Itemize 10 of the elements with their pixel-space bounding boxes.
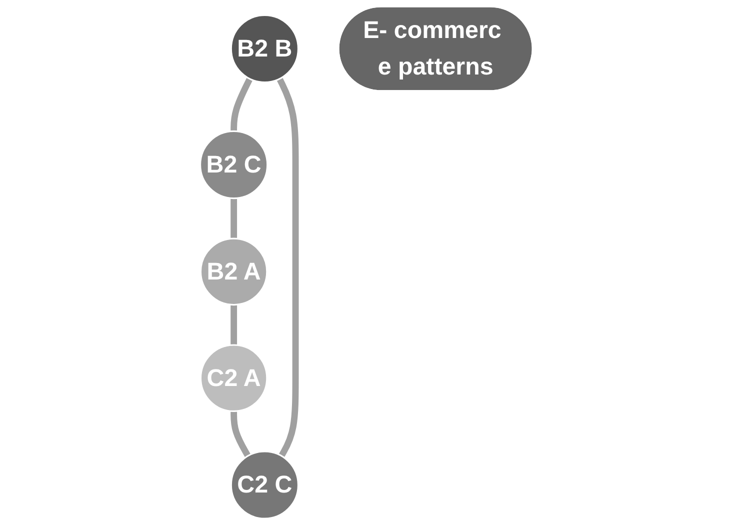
node-circle: B2 A xyxy=(200,238,268,306)
node-circle: B2 C xyxy=(200,130,268,200)
connector xyxy=(230,77,253,132)
connector xyxy=(276,77,299,458)
connector xyxy=(230,198,238,239)
node-circle: C2 C xyxy=(230,450,300,520)
node-circle: C2 A xyxy=(200,344,268,412)
node-circle: B2 B xyxy=(230,14,300,84)
connector xyxy=(230,304,238,345)
connector xyxy=(230,411,251,458)
